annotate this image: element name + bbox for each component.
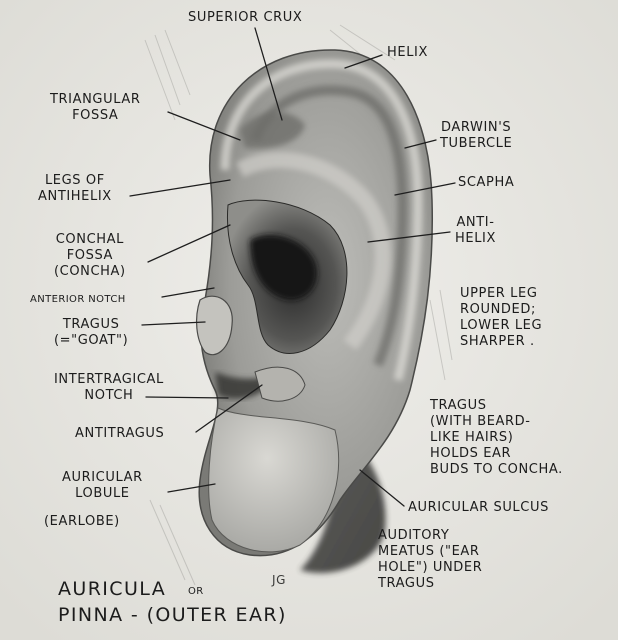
label-intertragical-notch-line1: INTERTRAGICAL: [54, 372, 164, 387]
label-tragus-note-line4: HOLDS EAR: [430, 446, 512, 461]
label-conchal-fossa-line2: FOSSA: [66, 248, 114, 263]
label-anti-helix-line1: ANTI-: [456, 215, 495, 230]
label-antitragus: ANTITRAGUS: [75, 426, 165, 441]
label-tragus-line2: (="GOAT"): [54, 333, 129, 348]
label-conchal-fossa: CONCHAL FOSSA (CONCHA): [54, 232, 126, 280]
label-auditory-meatus-line4: TRAGUS: [378, 576, 435, 591]
label-conchal-fossa-line1: CONCHAL: [55, 232, 124, 247]
label-legs-of-antihelix-line2: ANTIHELIX: [38, 189, 112, 204]
label-intertragical-notch: INTERTRAGICAL NOTCH: [54, 372, 164, 404]
title-or: OR: [188, 586, 204, 597]
label-superior-crux: SUPERIOR CRUX: [188, 10, 303, 25]
label-anti-helix-line2: HELIX: [455, 231, 496, 246]
artist-signature: JG: [272, 573, 287, 587]
label-legs-of-antihelix: LEGS OF ANTIHELIX: [38, 173, 112, 205]
label-auricular-lobule-line1: AURICULAR: [62, 470, 143, 485]
label-tragus-note-line2: (WITH BEARD-: [430, 414, 531, 429]
label-scapha: SCAPHA: [458, 175, 515, 190]
label-darwins-tubercle-line1: DARWIN'S: [441, 120, 512, 135]
label-tragus-note-line5: BUDS TO CONCHA.: [430, 462, 563, 477]
label-upper-leg-note-line3: LOWER LEG: [460, 318, 543, 333]
label-auditory-meatus-line2: MEATUS ("EAR: [378, 544, 480, 559]
label-darwins-tubercle: DARWIN'S TUBERCLE: [440, 120, 512, 152]
label-tragus-note: TRAGUS (WITH BEARD- LIKE HAIRS) HOLDS EA…: [430, 398, 563, 478]
title-pinna: PINNA - (OUTER EAR): [58, 604, 287, 626]
label-tragus-note-line3: LIKE HAIRS): [430, 430, 514, 445]
label-earlobe: (EARLOBE): [44, 514, 120, 529]
label-triangular-fossa-line2: FOSSA: [72, 108, 119, 123]
label-anterior-notch: ANTERIOR NOTCH: [30, 294, 126, 305]
label-triangular-fossa: TRIANGULAR FOSSA: [50, 92, 140, 124]
label-upper-leg-note-line2: ROUNDED;: [460, 302, 536, 317]
label-anti-helix: ANTI- HELIX: [455, 215, 496, 247]
label-auricular-lobule: AURICULAR LOBULE: [62, 470, 143, 502]
label-upper-leg-note-line1: UPPER LEG: [460, 286, 538, 301]
label-intertragical-notch-line2: NOTCH: [84, 388, 134, 403]
label-tragus: TRAGUS (="GOAT"): [54, 317, 128, 349]
label-auricular-lobule-line2: LOBULE: [75, 486, 130, 501]
label-auditory-meatus: AUDITORY MEATUS ("EAR HOLE") UNDER TRAGU…: [378, 528, 482, 592]
label-triangular-fossa-line1: TRIANGULAR: [50, 92, 141, 107]
label-helix: HELIX: [387, 45, 428, 60]
label-tragus-note-line1: TRAGUS: [430, 398, 487, 413]
label-auditory-meatus-line1: AUDITORY: [378, 528, 450, 543]
label-upper-leg-note: UPPER LEG ROUNDED; LOWER LEG SHARPER .: [460, 286, 542, 350]
label-tragus-line1: TRAGUS: [62, 317, 120, 332]
label-darwins-tubercle-line2: TUBERCLE: [440, 136, 513, 151]
title-auricula: AURICULA: [58, 578, 167, 600]
label-auditory-meatus-line3: HOLE") UNDER: [378, 560, 483, 575]
label-upper-leg-note-line4: SHARPER .: [460, 334, 535, 349]
label-conchal-fossa-line3: (CONCHA): [54, 264, 126, 279]
label-legs-of-antihelix-line1: LEGS OF: [44, 173, 105, 188]
label-auricular-sulcus: AURICULAR SULCUS: [408, 500, 549, 515]
